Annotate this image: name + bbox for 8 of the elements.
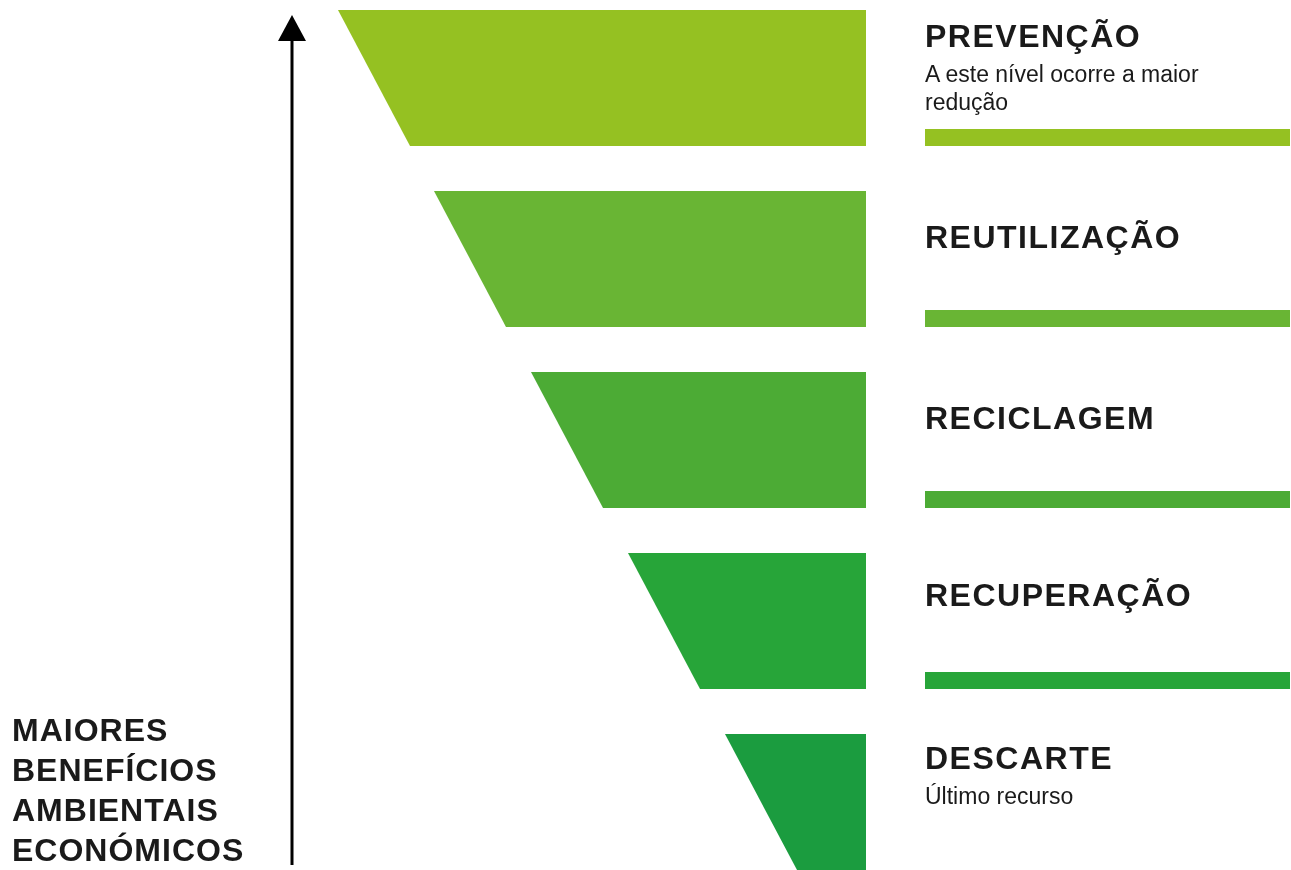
level-description: A este nível ocorre a maior redução	[925, 60, 1200, 116]
axis-label: MAIORES BENEFÍCIOS AMBIENTAIS ECONÓMICOS	[12, 711, 246, 870]
level-title: REUTILIZAÇÃO	[925, 219, 1182, 256]
level-description: Último recurso	[925, 782, 1075, 810]
level-title: PREVENÇÃO	[925, 18, 1142, 55]
level-title: DESCARTE	[925, 740, 1113, 777]
level-title: RECICLAGEM	[925, 400, 1156, 437]
level-title: RECUPERAÇÃO	[925, 577, 1193, 614]
